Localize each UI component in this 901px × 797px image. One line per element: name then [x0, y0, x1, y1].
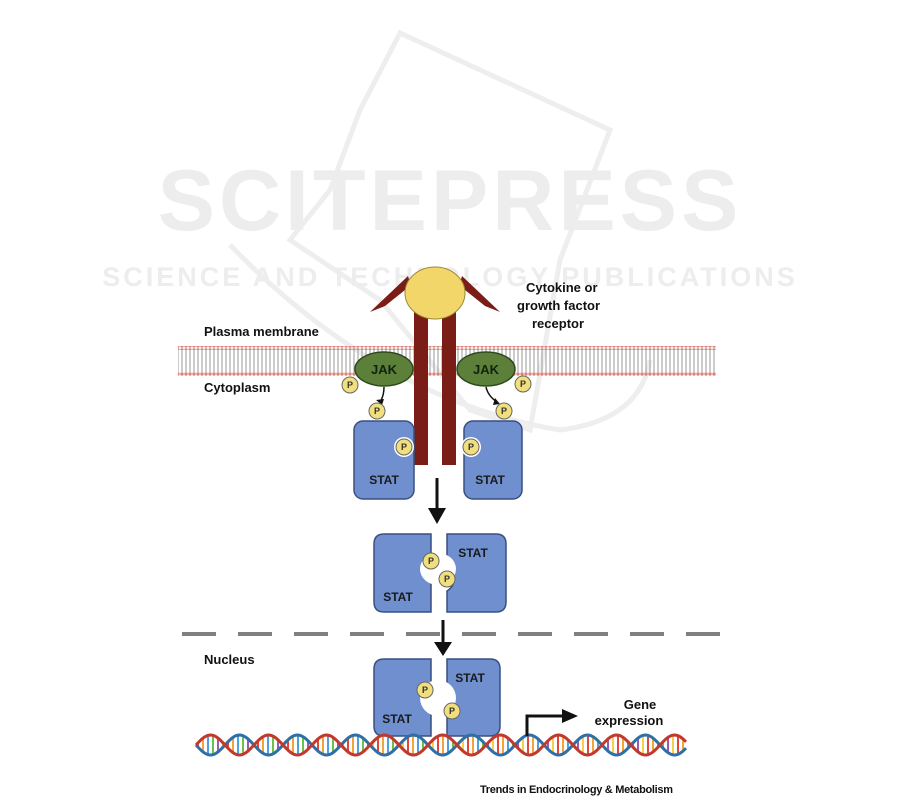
svg-text:P: P: [449, 706, 455, 716]
svg-text:P: P: [422, 685, 428, 695]
svg-text:P: P: [428, 556, 434, 566]
label-cytoplasm: Cytoplasm: [204, 380, 270, 395]
stat-dimer-cytoplasm: P P STAT STAT: [374, 534, 506, 612]
svg-text:P: P: [347, 380, 353, 390]
label-receptor-line3: receptor: [532, 316, 584, 331]
jak-left: JAK: [355, 352, 413, 386]
stat-left: P STAT: [354, 421, 414, 499]
jak-right-label: JAK: [473, 362, 500, 377]
stat-dimer-right-label: STAT: [458, 546, 488, 560]
stat-nuclear-right-label: STAT: [455, 671, 485, 685]
jak-right: JAK: [457, 352, 515, 386]
watermark-title: SCITEPRESS: [158, 153, 743, 249]
phosphate-stat-right-top: P: [496, 403, 512, 419]
svg-text:P: P: [501, 406, 507, 416]
arrow-down-nuclear-translocation: [434, 620, 452, 656]
label-receptor-line1: Cytokine or: [526, 280, 598, 295]
label-receptor-line2: growth factor: [517, 298, 600, 313]
stat-right: P STAT: [461, 421, 522, 499]
stat-dimer-nucleus: P P STAT STAT: [374, 659, 500, 736]
phosphate-jak-right: P: [515, 376, 531, 392]
svg-text:P: P: [520, 379, 526, 389]
gene-expression-arrow: [527, 709, 578, 736]
source-credit: Trends in Endocrinology & Metabolism: [480, 784, 673, 796]
stat-dimer-left-label: STAT: [383, 590, 413, 604]
stat-nuclear-left-label: STAT: [382, 712, 412, 726]
label-gene-line1: Gene: [624, 697, 657, 712]
svg-text:P: P: [468, 442, 474, 452]
svg-text:P: P: [401, 442, 407, 452]
phosphate-jak-left: P: [342, 377, 358, 393]
stat-left-label: STAT: [369, 473, 399, 487]
stat-right-label: STAT: [475, 473, 505, 487]
svg-text:P: P: [444, 574, 450, 584]
label-plasma-membrane: Plasma membrane: [204, 324, 319, 339]
jak-left-label: JAK: [371, 362, 398, 377]
label-nucleus: Nucleus: [204, 652, 255, 667]
arrow-down-dimerization: [428, 478, 446, 524]
label-gene-line2: expression: [595, 713, 664, 728]
ligand: [405, 267, 465, 319]
phosphate-stat-left-top: P: [369, 403, 385, 419]
svg-text:P: P: [374, 406, 380, 416]
dna-double-helix: [196, 735, 686, 755]
